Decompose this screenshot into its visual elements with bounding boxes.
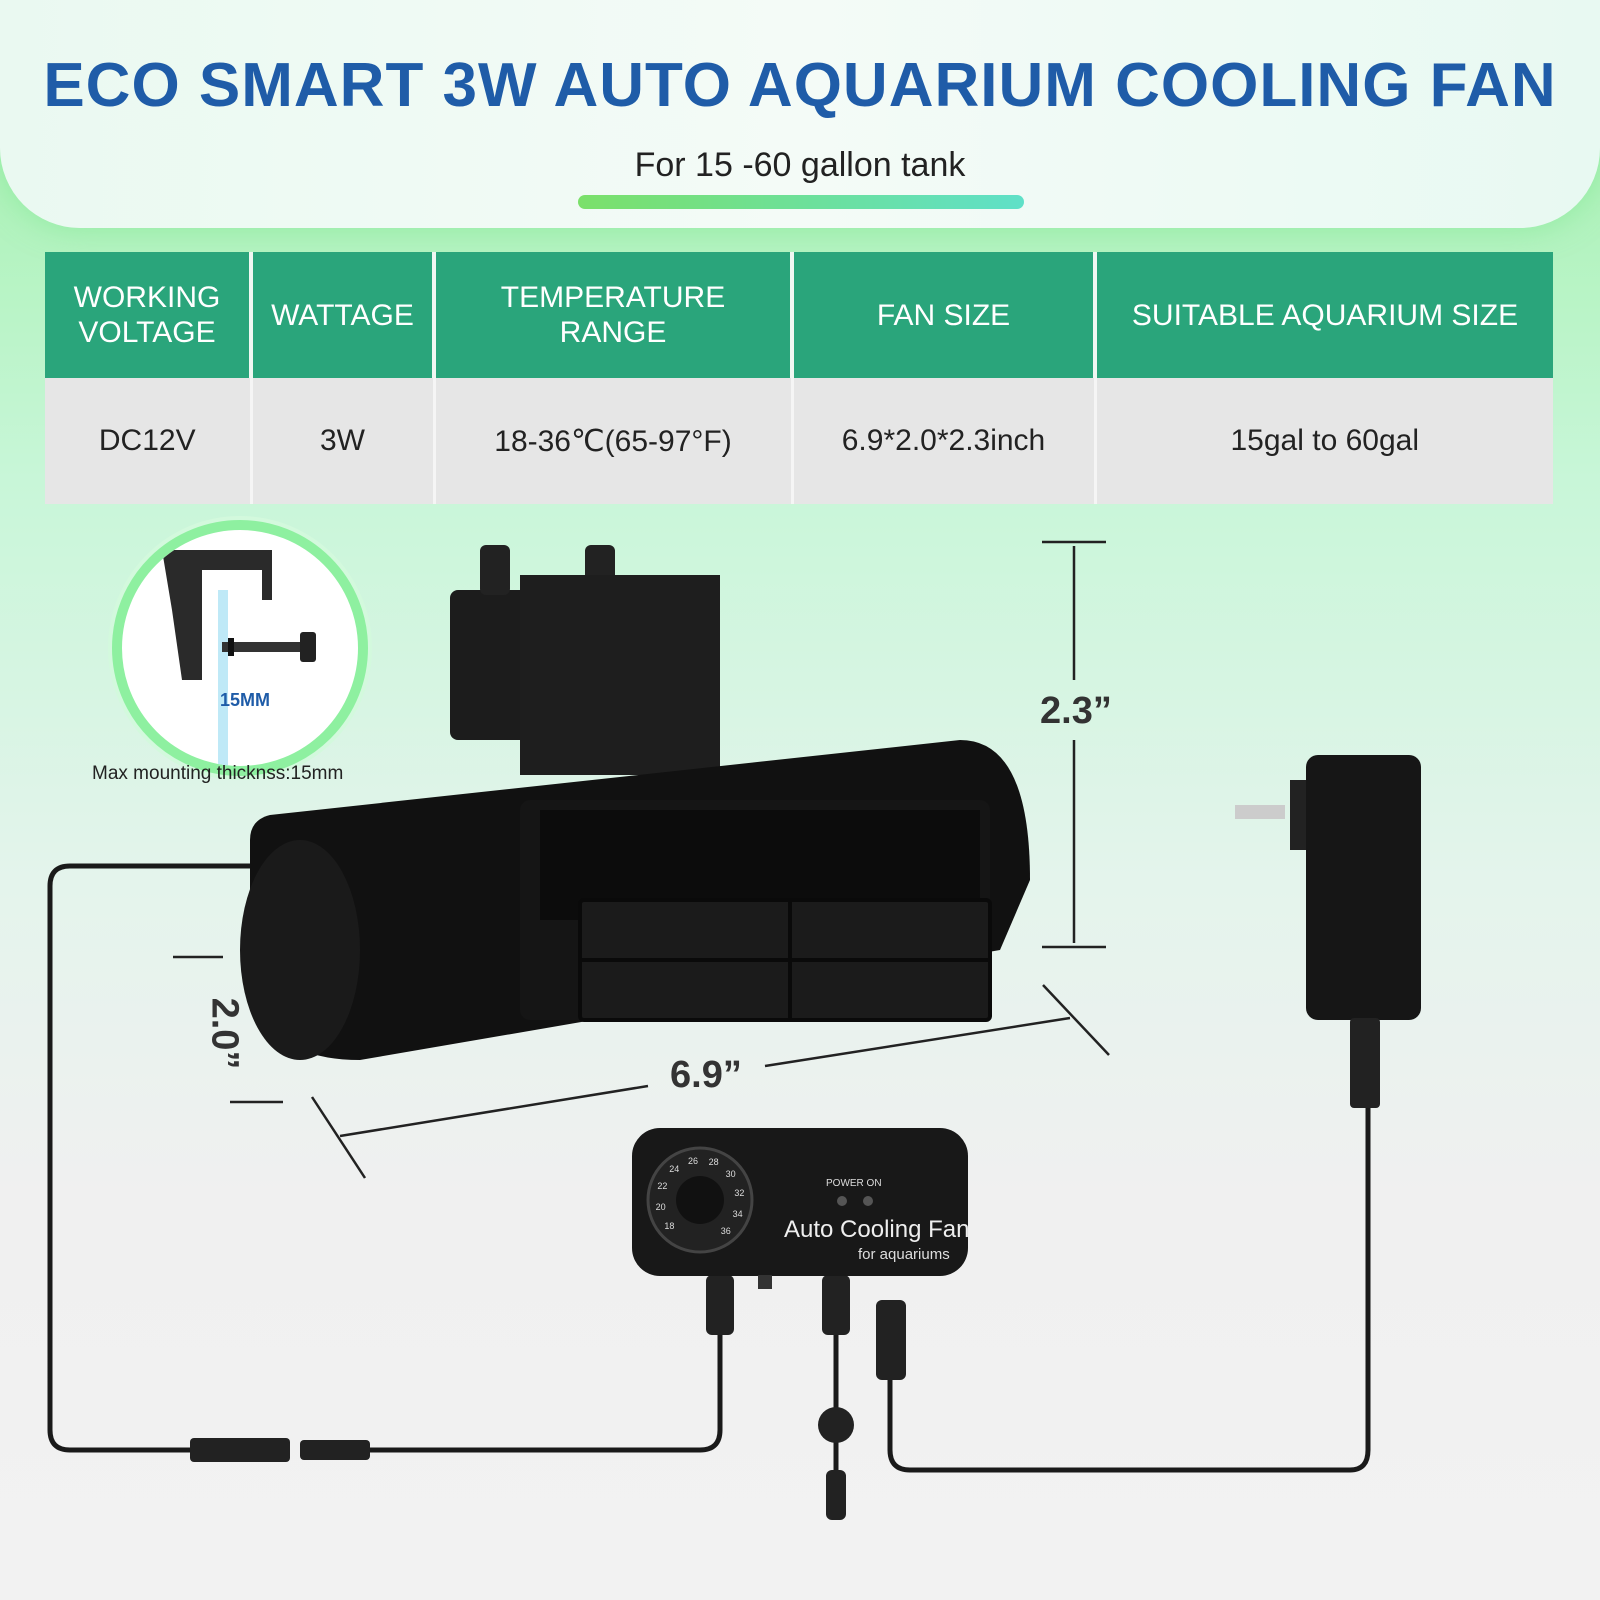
value-temperature-range: 18-36℃(65-97°F) <box>434 378 794 504</box>
header-suitable-aquarium-size: SUITABLE AQUARIUM SIZE <box>1095 252 1553 378</box>
controller-box <box>632 1128 968 1289</box>
indicator-labels: POWER ON <box>826 1178 882 1189</box>
dial-tick-label: 32 <box>734 1188 745 1199</box>
temp-probe <box>826 1470 846 1520</box>
on-led <box>863 1196 873 1206</box>
dial-tick-label: 36 <box>720 1225 731 1236</box>
controller-name: Auto Cooling Fan <box>784 1216 970 1243</box>
subtitle-underline <box>578 195 1024 209</box>
height-dimension: 2.3” <box>1040 690 1112 732</box>
clamp-inset <box>112 520 368 776</box>
connector-male <box>300 1440 370 1460</box>
value-working-voltage: DC12V <box>45 378 253 504</box>
length-dimension: 6.9” <box>670 1054 742 1096</box>
dial-tick-label: 34 <box>732 1208 743 1219</box>
dial-tick-label: 20 <box>655 1201 666 1212</box>
dimension-lines <box>173 540 1110 1179</box>
power-adapter <box>1235 755 1421 1108</box>
dial-tick-label: 26 <box>688 1155 699 1166</box>
header-wattage: WATTAGE <box>251 252 436 378</box>
width-dimension: 2.0” <box>203 997 246 1070</box>
dc-plug <box>876 1300 906 1380</box>
dial-tick-label: 30 <box>725 1169 736 1180</box>
value-suitable-aquarium-size: 15gal to 60gal <box>1095 378 1553 504</box>
connector-female <box>190 1438 290 1462</box>
dial-tick-label: 28 <box>708 1157 719 1168</box>
page-title: ECO SMART 3W AUTO AQUARIUM COOLING FAN <box>43 51 1557 120</box>
specs-value-row: DC12V 3W 18-36℃(65-97°F) 6.9*2.0*2.3inch… <box>45 378 1553 504</box>
header-fan-size: FAN SIZE <box>792 252 1097 378</box>
clamp-icon <box>162 550 316 766</box>
fan-grille <box>578 898 992 1022</box>
header-band <box>0 0 1600 228</box>
dial-tick-label: 22 <box>657 1181 668 1192</box>
page-subtitle: For 15 -60 gallon tank <box>634 146 966 184</box>
dial-tick-label: 24 <box>669 1164 680 1175</box>
inset-label: 15MM <box>220 690 271 710</box>
dial-tick-label: 18 <box>664 1220 675 1231</box>
value-fan-size: 6.9*2.0*2.3inch <box>792 378 1097 504</box>
value-wattage: 3W <box>251 378 436 504</box>
power-led <box>837 1196 847 1206</box>
controller-subtitle: for aquariums <box>858 1246 950 1263</box>
mount-note: Max mounting thicknss:15mm <box>92 763 344 784</box>
